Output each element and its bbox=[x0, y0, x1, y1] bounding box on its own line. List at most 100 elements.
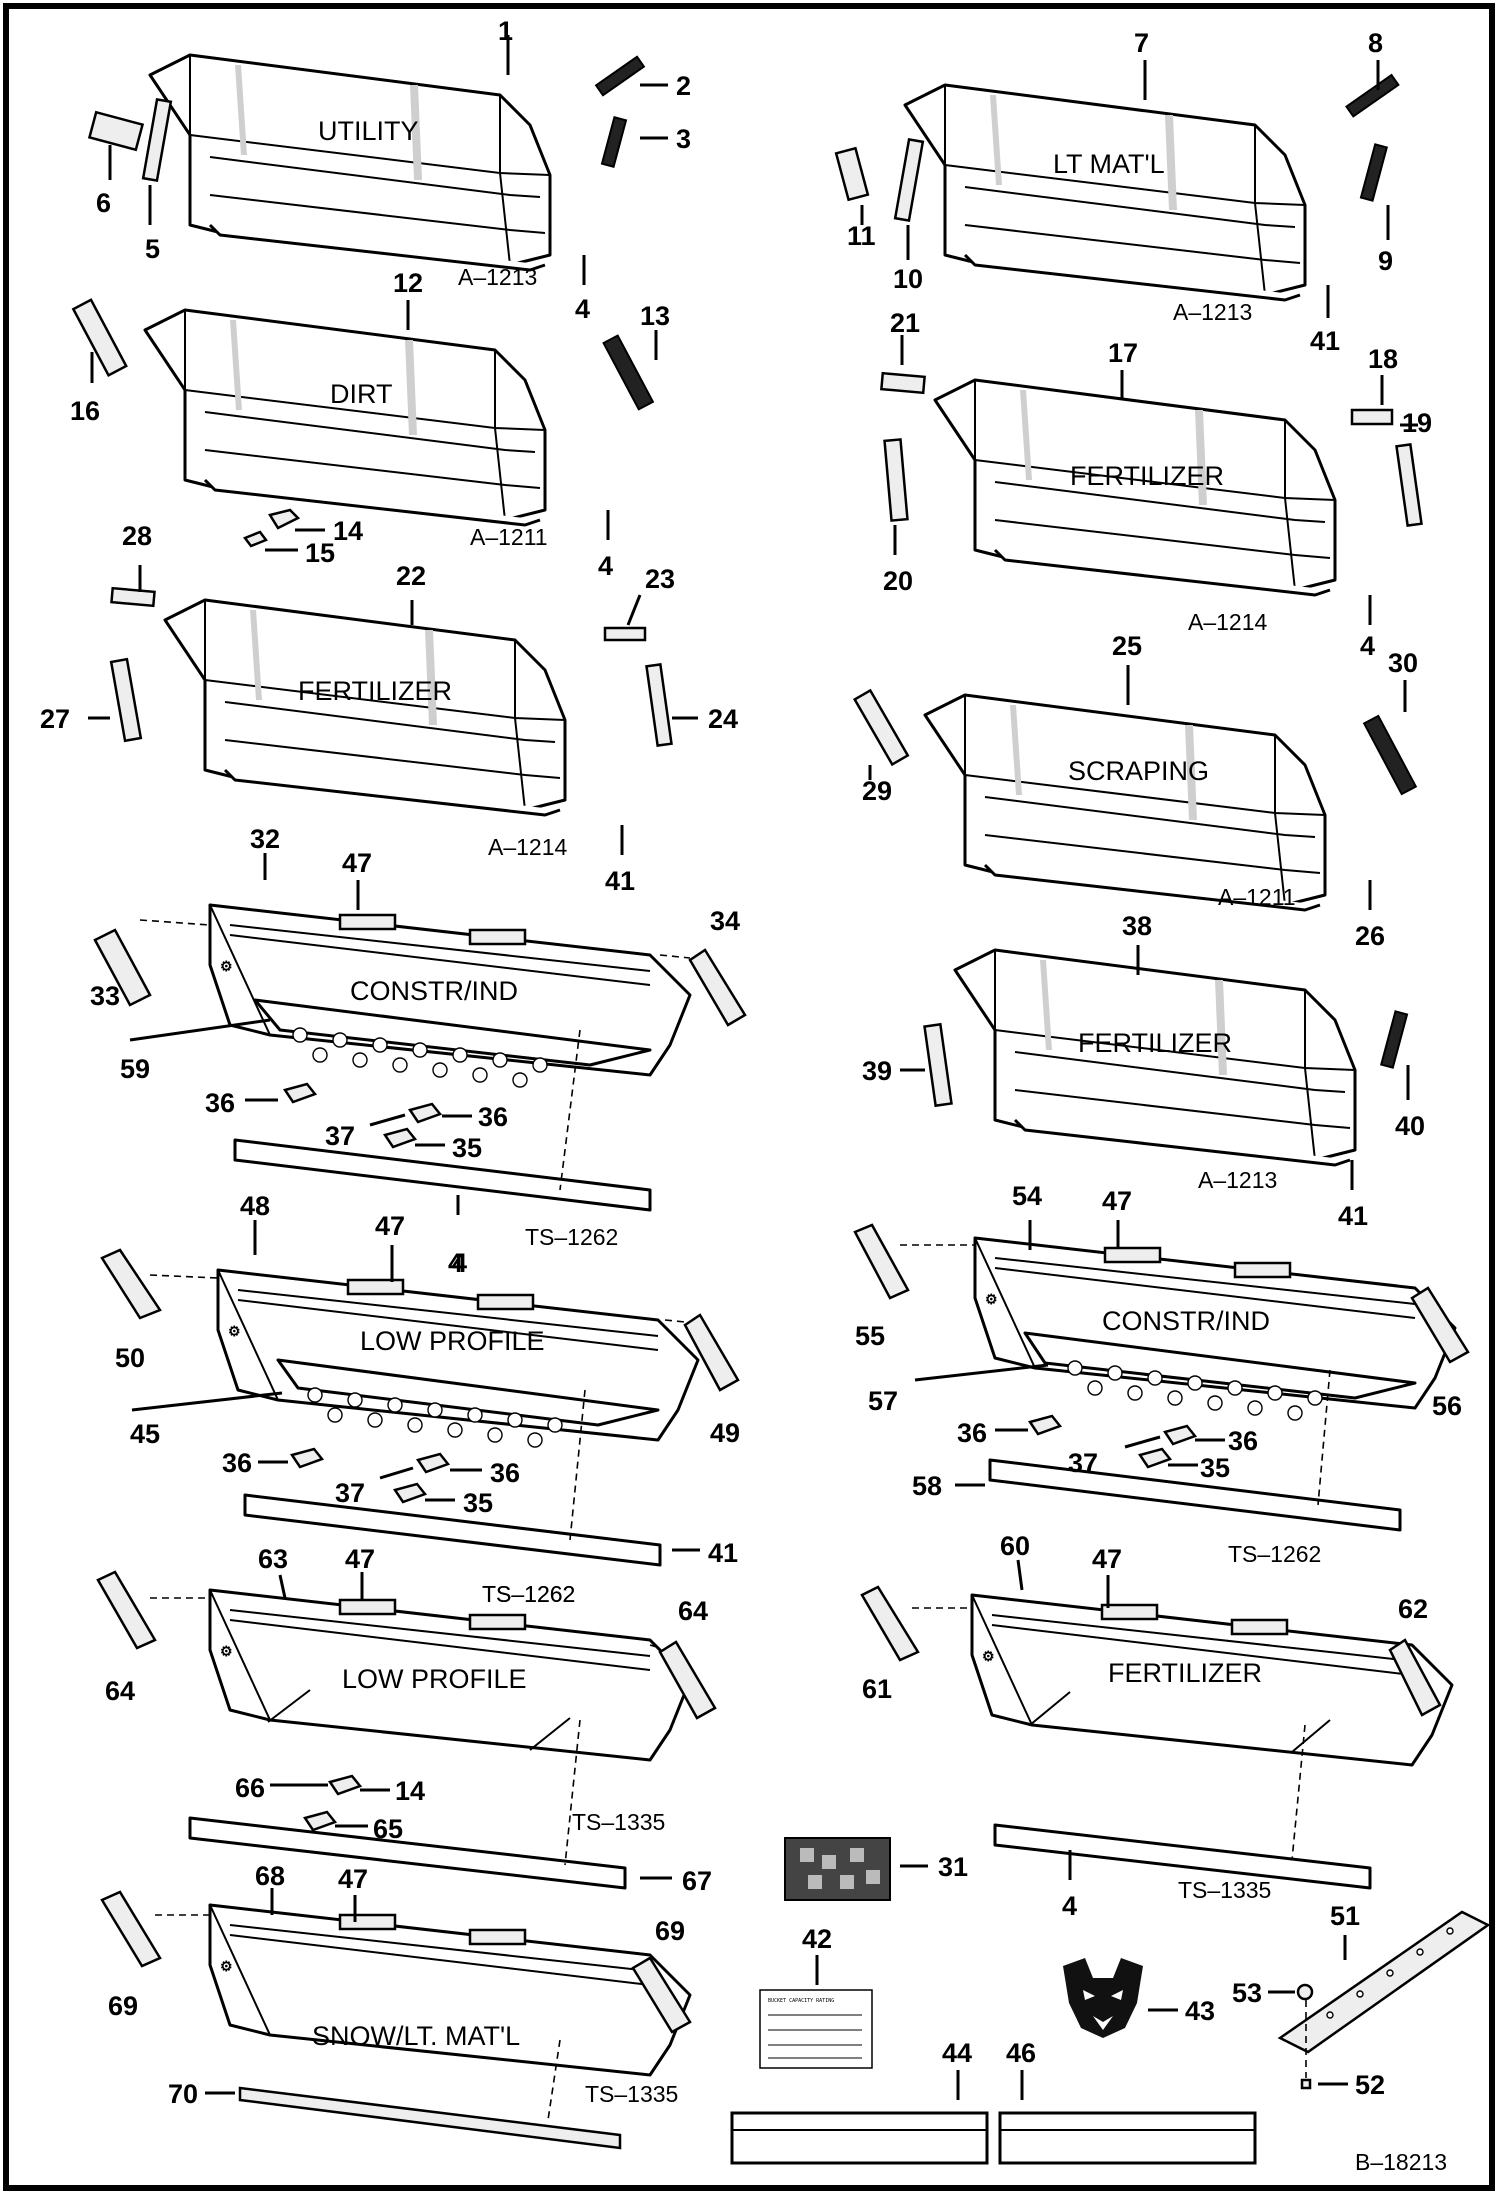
sheet-id: B–18213 bbox=[1355, 2149, 1447, 2175]
bolt-on-edge bbox=[1277, 1910, 1491, 2090]
side-decal-20 bbox=[883, 438, 909, 522]
callout-55: 55 bbox=[855, 1321, 885, 1351]
callout-10: 10 bbox=[893, 264, 923, 294]
callout-70: 70 bbox=[168, 2079, 198, 2109]
callout-4e: 4 bbox=[452, 1248, 467, 1278]
callout-21: 21 bbox=[890, 308, 920, 338]
callout-33: 33 bbox=[90, 981, 120, 1011]
side-decal-39 bbox=[923, 1022, 953, 1108]
side-decal-2 bbox=[594, 55, 646, 97]
cutting-edge-holes-45 bbox=[307, 1387, 563, 1448]
callout-4c: 4 bbox=[1360, 631, 1375, 661]
tooth-35 bbox=[382, 1127, 418, 1149]
callout-36d: 36 bbox=[490, 1458, 520, 1488]
callout-35: 35 bbox=[452, 1133, 482, 1163]
callout-43: 43 bbox=[1185, 1996, 1215, 2026]
callout-37: 37 bbox=[325, 1121, 355, 1151]
callout-52: 52 bbox=[1355, 2070, 1385, 2100]
bucket-dirt bbox=[143, 308, 547, 527]
side-decal-27 bbox=[109, 657, 143, 743]
callout-20: 20 bbox=[883, 566, 913, 596]
cutting-edge-41 bbox=[243, 1493, 662, 1567]
side-decal-18 bbox=[1350, 408, 1394, 426]
decal-ref: A–1214 bbox=[488, 834, 568, 860]
end-plate-64b bbox=[658, 1640, 717, 1720]
decal-31 bbox=[784, 1837, 891, 1901]
callout-69a: 69 bbox=[108, 1991, 138, 2021]
end-plate-56 bbox=[1410, 1286, 1470, 1364]
side-decal-6 bbox=[87, 110, 145, 152]
tooth-36d bbox=[415, 1452, 451, 1474]
bucket-label: LT MAT'L bbox=[1053, 149, 1165, 179]
end-plate-64a bbox=[96, 1570, 157, 1650]
side-decal-13 bbox=[602, 334, 655, 411]
callout-59: 59 bbox=[120, 1054, 150, 1084]
callout-12: 12 bbox=[393, 268, 423, 298]
bucket-label: FERTILIZER bbox=[1078, 1028, 1232, 1058]
callout-37b: 37 bbox=[335, 1478, 365, 1508]
bucket-label: CONSTR/IND bbox=[350, 976, 518, 1006]
decal-ref: A–1213 bbox=[1198, 1167, 1277, 1193]
side-decal-16 bbox=[71, 298, 128, 378]
callout-47: 47 bbox=[342, 848, 372, 878]
callout-51: 51 bbox=[1330, 1901, 1360, 1931]
decal-ref: TS–1335 bbox=[572, 1809, 665, 1835]
side-decal-28 bbox=[110, 586, 156, 608]
wear-strip-70 bbox=[238, 2086, 622, 2150]
callout-69b: 69 bbox=[655, 1916, 685, 1946]
end-plate-69a bbox=[100, 1890, 162, 1968]
callout-66: 66 bbox=[235, 1773, 265, 1803]
side-decal-11 bbox=[834, 146, 870, 202]
decal-ref: A–1211 bbox=[1218, 884, 1296, 910]
decal-ref: TS–1262 bbox=[1228, 1541, 1321, 1567]
callout-4d: 4 bbox=[448, 1248, 463, 1278]
bucket-label: LOW PROFILE bbox=[342, 1664, 527, 1694]
decal-ref: TS–1335 bbox=[1178, 1877, 1271, 1903]
callout-41b: 41 bbox=[605, 866, 635, 896]
bucket-label: FERTILIZER bbox=[298, 676, 452, 706]
callout-41d: 41 bbox=[708, 1538, 738, 1568]
side-decal-29 bbox=[852, 688, 910, 767]
bucket-label: SCRAPING bbox=[1068, 756, 1209, 786]
strip-decal-44 bbox=[730, 2111, 989, 2165]
callout-44: 44 bbox=[942, 2038, 972, 2068]
callout-35c: 35 bbox=[1200, 1453, 1230, 1483]
callout-38: 38 bbox=[1122, 911, 1152, 941]
decal-ref: A–1214 bbox=[1188, 609, 1268, 635]
tooth-36f bbox=[1162, 1424, 1198, 1446]
tooth-36b bbox=[407, 1102, 443, 1124]
callout-53: 53 bbox=[1232, 1978, 1262, 2008]
side-decal-19 bbox=[1395, 443, 1423, 527]
pin-15 bbox=[243, 530, 268, 548]
side-decal-3 bbox=[600, 116, 628, 168]
decal-ref: TS–1335 bbox=[585, 2081, 678, 2107]
callout-26: 26 bbox=[1355, 921, 1385, 951]
callout-4b: 4 bbox=[598, 551, 613, 581]
end-plate-62 bbox=[1388, 1638, 1442, 1717]
callout-14: 14 bbox=[333, 516, 363, 546]
callout-68: 68 bbox=[255, 1861, 285, 1891]
callout-64a: 64 bbox=[105, 1676, 135, 1706]
decal-ref-ts1262: TS–1262 bbox=[482, 1581, 575, 1607]
callout-58: 58 bbox=[912, 1471, 942, 1501]
callout-28: 28 bbox=[122, 521, 152, 551]
side-decal-24 bbox=[645, 663, 673, 747]
callout-36f: 36 bbox=[1228, 1426, 1258, 1456]
cutting-edge-holes-57 bbox=[1067, 1360, 1323, 1421]
side-decal-8 bbox=[1345, 73, 1400, 118]
callout-41: 41 bbox=[1310, 326, 1340, 356]
tooth-35c bbox=[1137, 1447, 1173, 1469]
callout-11: 11 bbox=[847, 221, 876, 251]
end-plate-61 bbox=[860, 1585, 920, 1662]
side-decal-40 bbox=[1379, 1010, 1409, 1069]
callout-57: 57 bbox=[868, 1386, 898, 1416]
callout-9: 9 bbox=[1378, 246, 1393, 276]
decal-ref: A–1211 bbox=[470, 524, 548, 550]
callout-4g: 4 bbox=[1062, 1891, 1077, 1921]
callout-47e: 47 bbox=[1092, 1544, 1122, 1574]
callout-13: 13 bbox=[640, 301, 670, 331]
cutting-edge-holes-59 bbox=[292, 1027, 548, 1088]
bucket-constr-ind-a bbox=[208, 903, 692, 1077]
callout-27: 27 bbox=[40, 704, 70, 734]
callout-61: 61 bbox=[862, 1674, 892, 1704]
